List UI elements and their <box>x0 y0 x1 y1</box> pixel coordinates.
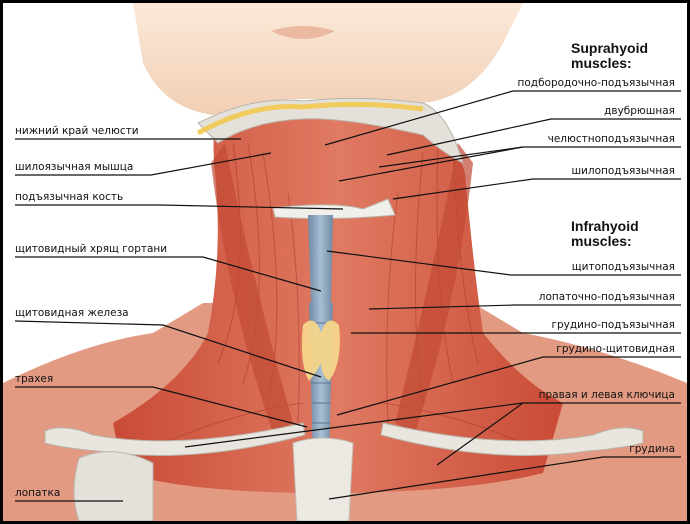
clavicle-left <box>44 422 306 456</box>
scapula <box>73 451 154 521</box>
heading-infrahyoid-line2: muscles: <box>571 233 632 249</box>
label-omohyoid: лопаточно-подъязычная <box>538 291 675 303</box>
label-mylohyoid: челюстноподъязычная <box>547 133 675 145</box>
label-jaw-edge: нижний край челюсти <box>15 125 139 137</box>
label-hyoid-bone: подъязычная кость <box>15 191 124 203</box>
jaw-bone <box>197 97 464 164</box>
label-trachea: трахея <box>15 373 54 385</box>
neck-anatomy-illustration <box>3 3 687 521</box>
sternum <box>292 437 354 521</box>
label-stylohyoid-muscle: шилоязычная мышца <box>15 161 134 173</box>
leader-lines <box>14 90 681 502</box>
label-thyroid-gland: щитовидная железа <box>15 307 129 319</box>
label-digastric: двубрюшная <box>604 105 675 117</box>
label-clavicles: правая и левая ключица <box>538 389 675 401</box>
heading-infrahyoid: Infrahyoid muscles: <box>571 219 639 249</box>
thyroid-gland <box>301 320 340 381</box>
heading-suprahyoid: Suprahyoid muscles: <box>571 41 648 71</box>
label-thyroid-cartilage: щитовидный хрящ гортани <box>15 243 168 255</box>
heading-suprahyoid-line2: muscles: <box>571 55 632 71</box>
label-sternum: грудина <box>629 443 675 455</box>
sternocleidomastoid-right <box>395 143 473 433</box>
label-geniohyoid: подбородочно-подъязычная <box>517 77 675 89</box>
heading-suprahyoid-line1: Suprahyoid <box>571 40 649 56</box>
label-sternothyroid: грудино-щитовидная <box>556 343 675 355</box>
label-sternohyoid: грудино-подъязычная <box>551 319 675 331</box>
neck-muscles <box>113 100 563 494</box>
jaw-fat <box>196 101 424 136</box>
label-stylohyoid: шилоподъязычная <box>571 165 675 177</box>
face-skin <box>133 3 523 115</box>
clavicle-right <box>380 422 644 456</box>
lips <box>271 26 335 39</box>
label-scapula: лопатка <box>15 487 61 499</box>
heading-infrahyoid-line1: Infrahyoid <box>571 218 639 234</box>
label-thyrohyoid: щитоподъязычная <box>571 261 675 273</box>
larynx-cartilage <box>308 215 333 309</box>
